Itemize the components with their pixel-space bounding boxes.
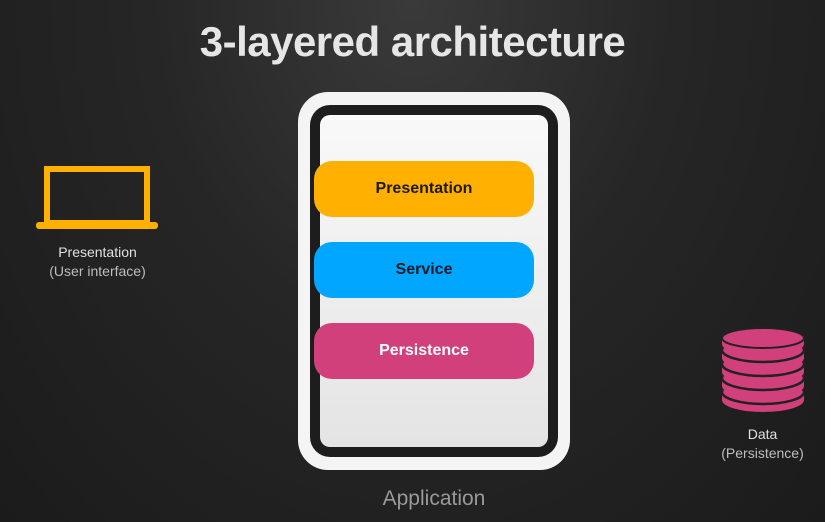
data-node-title: Data [747, 426, 778, 442]
presentation-node-subtitle: (User interface) [49, 263, 146, 279]
application-label: Application [382, 487, 486, 510]
page-title: 3-layered architecture [199, 18, 626, 65]
layer-service: Service [314, 242, 534, 298]
application-device: Presentation Service Persistence [298, 92, 570, 470]
database-icon [720, 327, 806, 412]
data-node-label: Data (Persistence) [700, 425, 825, 463]
data-node-subtitle: (Persistence) [721, 445, 804, 461]
presentation-node-label: Presentation (User interface) [20, 243, 175, 281]
laptop-icon [36, 166, 158, 229]
layer-persistence: Persistence [314, 323, 534, 379]
presentation-node-title: Presentation [58, 244, 137, 260]
layer-presentation: Presentation [314, 161, 534, 217]
